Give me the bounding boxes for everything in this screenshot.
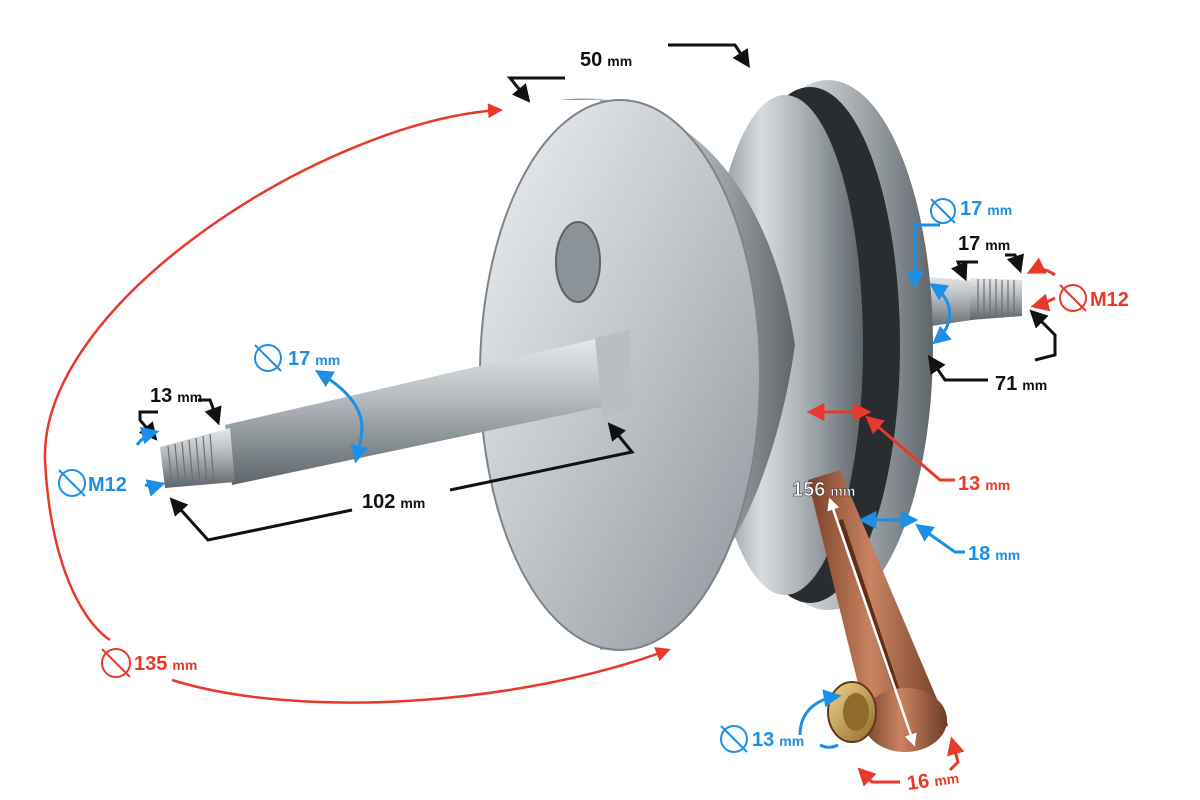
right-thread-label: M12 (1090, 289, 1129, 311)
diameter-symbol-icon (254, 344, 282, 372)
diameter-symbol-icon (101, 648, 131, 678)
diameter-symbol-icon (930, 198, 956, 224)
diameter-symbol-icon (720, 725, 748, 753)
diameter-symbol-icon (58, 469, 86, 497)
dimension-lines (43, 43, 1057, 787)
front-flywheel-web (479, 98, 795, 651)
crankshaft-illustration (160, 80, 1022, 752)
diameter-symbols (58, 198, 1087, 753)
crank-pin-hole (555, 221, 601, 303)
diameter-symbol-icon (1059, 284, 1087, 312)
left-thread-label: M12 (88, 474, 127, 496)
